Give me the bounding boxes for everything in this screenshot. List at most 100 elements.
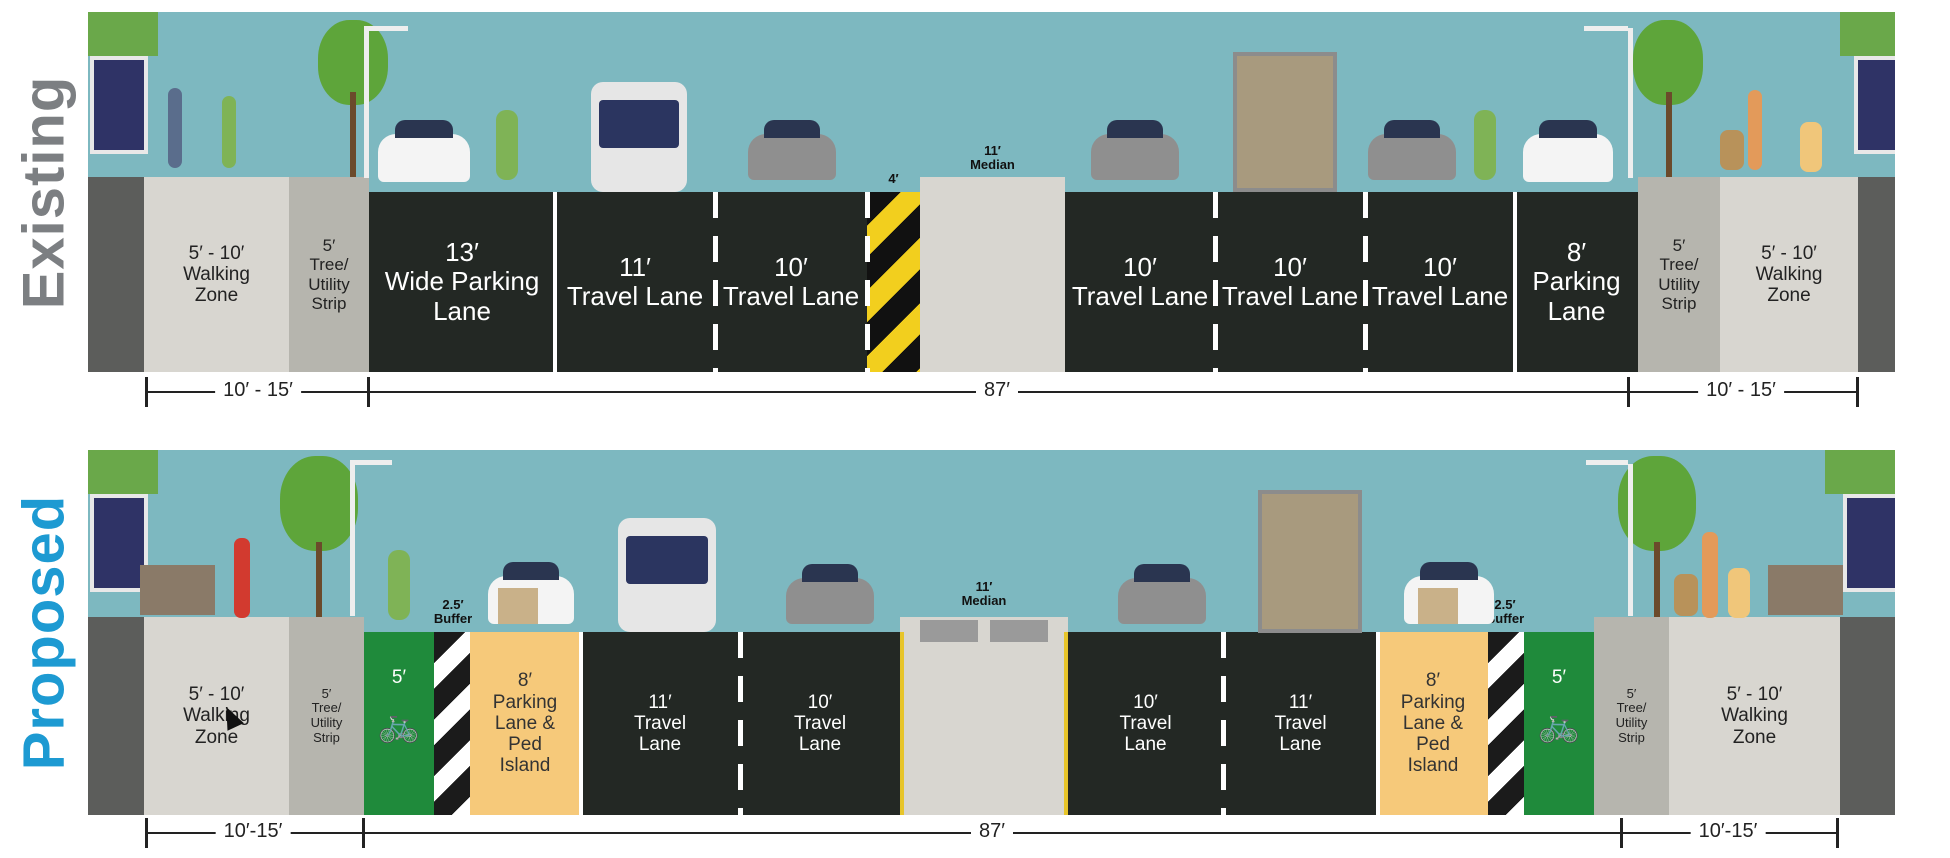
hatched-buffer-label: 4′ (888, 171, 899, 186)
lane-line (1513, 192, 1517, 372)
median (920, 177, 1065, 372)
lane-line (1376, 632, 1380, 815)
travel-lane-10-b: 10′Travel Lane (1065, 192, 1215, 372)
dimension-right: 10′-15′ (1690, 820, 1766, 843)
building-left (88, 617, 144, 815)
bike-lane-right: 5′ 🚲 (1524, 632, 1594, 815)
window-left (90, 494, 148, 592)
bicycle-icon: 🚲 (377, 706, 421, 745)
tree-trunk (1654, 542, 1660, 617)
awning-left (88, 450, 158, 494)
buffer-left-label: 2.5′Buffer (433, 597, 473, 626)
lane-line (713, 192, 718, 372)
truck-icon (1258, 490, 1362, 633)
building-left (88, 177, 144, 372)
street-lamp-arm (350, 460, 392, 465)
proposed-title: Proposed (11, 494, 77, 771)
hatched-buffer (867, 192, 920, 372)
travel-lane-10-c: 10′Travel Lane (1215, 192, 1365, 372)
tree-icon (280, 456, 358, 551)
median-planter (920, 620, 978, 642)
street-lamp-arm (1586, 460, 1628, 465)
bus-icon (618, 518, 716, 632)
cyclist-icon (496, 110, 518, 180)
lane-line (1363, 192, 1368, 372)
street-lamp-icon (350, 464, 355, 616)
dimension-center: 87′ (971, 820, 1013, 843)
lane-line (1213, 192, 1218, 372)
car-icon (1091, 120, 1179, 180)
bench-icon (140, 565, 215, 615)
car-icon (786, 564, 874, 624)
planter-icon (1418, 588, 1458, 624)
pedestrian-icon (222, 96, 236, 168)
tree-trunk (316, 542, 322, 617)
dimension-left: 10′-15′ (215, 820, 291, 843)
median-edge (900, 632, 904, 815)
buffer-left (434, 632, 470, 815)
dog-icon (1720, 130, 1744, 170)
street-lamp-icon (364, 28, 369, 178)
window-right (1843, 494, 1895, 592)
dimension-center: 87′ (976, 379, 1018, 402)
bicycle-icon: 🚲 (1537, 706, 1581, 745)
tree-icon (318, 20, 388, 105)
car-icon (1523, 120, 1613, 182)
bus-icon (591, 82, 687, 192)
dog-icon (1674, 574, 1698, 616)
pedestrian-icon (1728, 568, 1750, 618)
lane-line (579, 632, 583, 815)
tree-trunk (350, 92, 356, 177)
existing-title: Existing (11, 75, 77, 309)
bench-icon (1768, 565, 1843, 615)
window-right (1854, 56, 1895, 154)
cyclist-icon (388, 550, 410, 620)
dimension-right: 10′ - 15′ (1698, 379, 1784, 402)
travel-lane-10-a: 10′Travel Lane (715, 192, 867, 372)
lane-line (553, 192, 557, 372)
pedestrian-icon (1748, 90, 1762, 170)
travel-lane-11: 11′Travel Lane (555, 192, 715, 372)
dimension-left: 10′ - 15′ (215, 379, 301, 402)
street-lamp-icon (1628, 28, 1633, 178)
awning-right (1840, 12, 1895, 56)
pedestrian-icon (1702, 532, 1718, 618)
cyclist-icon (1474, 110, 1496, 180)
awning-left (88, 12, 158, 56)
lane-line (1221, 632, 1226, 815)
travel-lane-10-d: 10′Travel Lane (1365, 192, 1515, 372)
median-label: 11′Median (961, 579, 1007, 608)
pedestrian-icon (168, 88, 182, 168)
tree-icon (1633, 20, 1703, 105)
median-edge (1064, 632, 1068, 815)
awning-right (1825, 450, 1895, 494)
lane-line (738, 632, 743, 815)
lane-line (865, 192, 870, 372)
pedestrian-icon (1800, 122, 1822, 172)
building-right (1858, 177, 1895, 372)
buffer-right (1488, 632, 1524, 815)
car-icon (748, 120, 836, 180)
tree-trunk (1666, 92, 1672, 177)
street-lamp-arm (364, 26, 408, 31)
buffer-right-label: 2.5′Buffer (1485, 597, 1525, 626)
window-left (90, 56, 148, 154)
car-icon (1368, 120, 1456, 180)
street-lamp-arm (1584, 26, 1628, 31)
